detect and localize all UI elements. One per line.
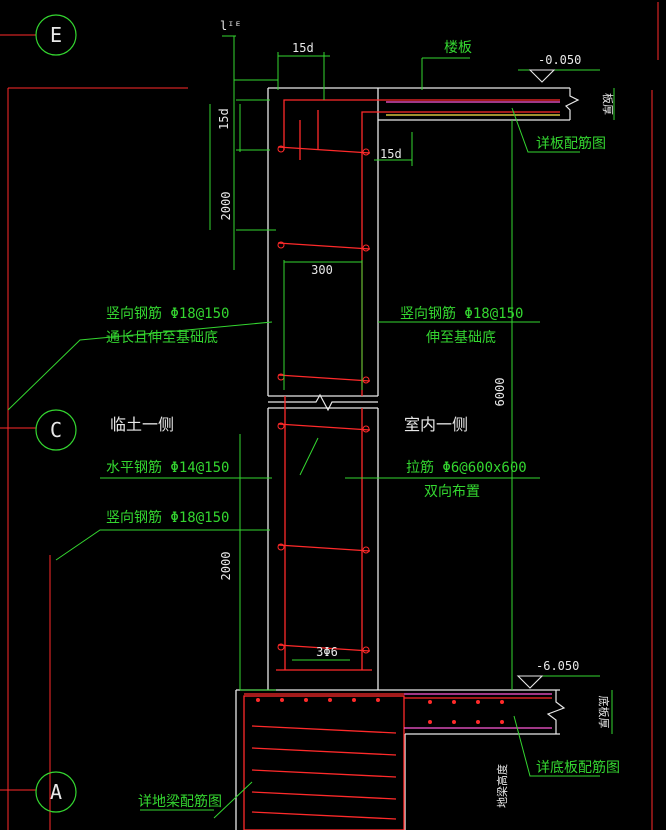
dim-15d-top: 15d xyxy=(292,41,314,55)
elevation-bottom: -6.050 xyxy=(536,659,579,673)
label-left-vertical-bar-1: 竖向钢筋 Φ18@150 xyxy=(106,305,229,322)
elevation-symbols xyxy=(516,69,556,689)
wall-reinforcement xyxy=(276,99,560,671)
label-left-vertical-bar-1-note: 通长且伸至基础底 xyxy=(106,329,218,346)
label-tie-bar-note: 双向布置 xyxy=(424,484,480,500)
label-ground-beam-detail: 详地梁配筋图 xyxy=(138,793,222,810)
label-slab-detail: 详板配筋图 xyxy=(536,135,606,152)
dim-lle: lᴵᴱ xyxy=(220,19,242,33)
dim-15d-vert: 15d xyxy=(217,108,231,130)
label-soil-side: 临土一侧 xyxy=(110,415,174,434)
elevation-top: -0.050 xyxy=(538,53,581,67)
label-right-vertical-bar: 竖向钢筋 Φ18@150 xyxy=(400,305,523,322)
base-dots xyxy=(256,698,504,724)
label-right-vertical-bar-note: 伸至基础底 xyxy=(426,329,496,346)
axis-bubble-a: A xyxy=(35,771,77,813)
dim-2000-top: 2000 xyxy=(219,192,233,221)
base-slab-reinforcement xyxy=(404,693,552,729)
wall-outline xyxy=(235,87,570,830)
label-base-slab-detail: 详底板配筋图 xyxy=(536,759,620,776)
dim-15d-right: 15d xyxy=(380,147,402,161)
axis-label-c: C xyxy=(50,418,62,442)
bar-dots xyxy=(277,145,370,654)
axis-bubble-e: E xyxy=(35,14,77,56)
dim-2000-bottom: 2000 xyxy=(219,552,233,581)
leader-lines xyxy=(7,107,600,819)
label-base-slab-thickness: 底板厚 xyxy=(597,696,611,729)
label-tie-bar: 拉筋 Φ6@600x600 xyxy=(406,459,527,476)
bars-3phi6: 3Φ6 xyxy=(316,645,338,659)
dim-6000: 6000 xyxy=(493,378,507,407)
slab-reinforcement xyxy=(386,101,560,116)
horizontal-bars xyxy=(277,146,371,652)
label-slab-thickness: 板厚 xyxy=(601,93,615,115)
axis-bubble-c: C xyxy=(35,409,77,451)
label-floor-slab: 楼板 xyxy=(444,40,472,56)
axis-label-e: E xyxy=(50,23,62,47)
label-horizontal-bar: 水平钢筋 Φ14@150 xyxy=(106,459,229,476)
ground-beam-reinforcement xyxy=(243,693,405,830)
dimension-lines xyxy=(209,35,615,734)
break-symbols xyxy=(268,88,580,734)
dim-300: 300 xyxy=(311,263,333,277)
label-indoor-side: 室内一侧 xyxy=(404,415,468,434)
label-left-vertical-bar-2: 竖向钢筋 Φ18@150 xyxy=(106,509,229,526)
label-ground-beam-height: 地梁高度 xyxy=(495,764,509,808)
axis-label-a: A xyxy=(50,780,62,804)
